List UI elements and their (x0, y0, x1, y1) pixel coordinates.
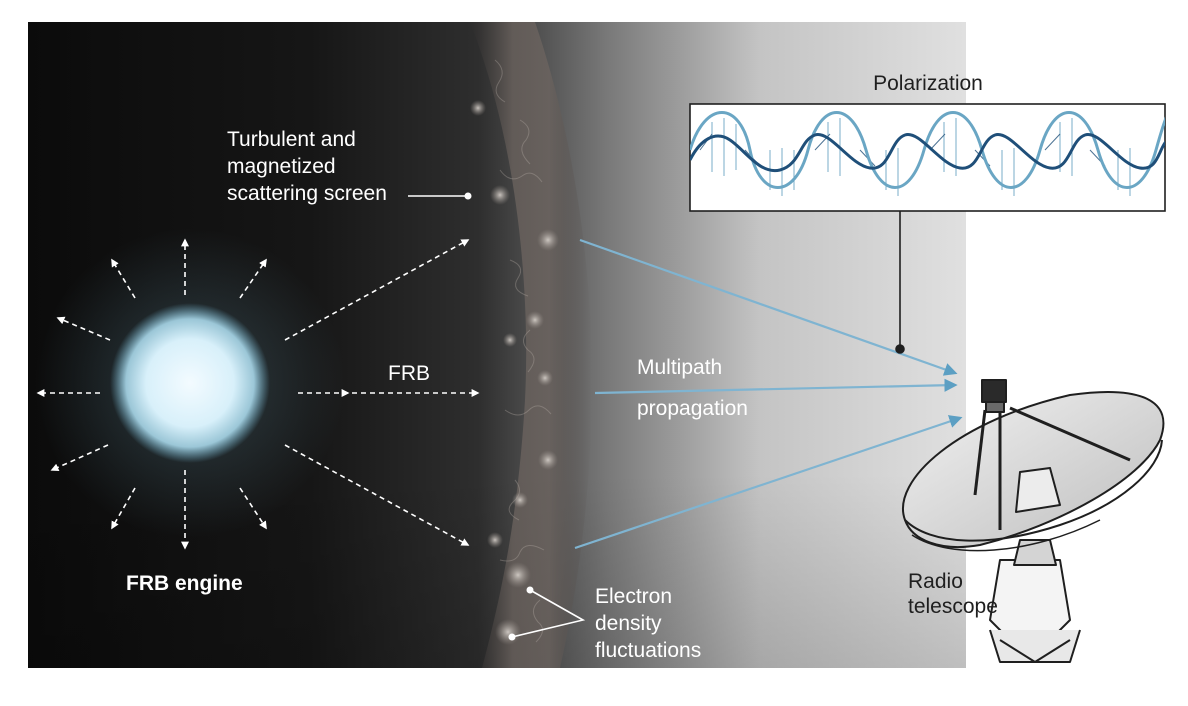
scattering-screen-label-1: Turbulent and (227, 128, 356, 151)
polarization-leader (895, 211, 905, 354)
radio-telescope-label-2: telescope (908, 595, 998, 618)
scattering-screen-label-2: magnetized (227, 155, 336, 178)
electron-density-label-1: Electron (595, 585, 672, 608)
emission-arrows (36, 238, 480, 550)
frb-engine-icon (35, 228, 345, 538)
frb-engine-label: FRB engine (126, 572, 243, 595)
electron-density-label-3: fluctuations (595, 639, 701, 662)
multipath-label-2: propagation (637, 397, 748, 420)
scattering-screen-label-3: scattering screen (227, 182, 387, 205)
radio-telescope-icon (902, 379, 1165, 663)
frb-label: FRB (388, 362, 430, 385)
density-blobs (470, 100, 559, 645)
polarized-wave-icon (690, 111, 1165, 196)
polarization-box (689, 103, 1166, 212)
electron-density-label-2: density (595, 612, 662, 635)
multipath-rays (574, 238, 963, 550)
leader-lines (408, 192, 586, 641)
radio-telescope-label-1: Radio (908, 570, 963, 593)
scattering-screen (470, 22, 592, 668)
multipath-label-1: Multipath (637, 356, 722, 379)
polarization-label: Polarization (873, 72, 983, 95)
